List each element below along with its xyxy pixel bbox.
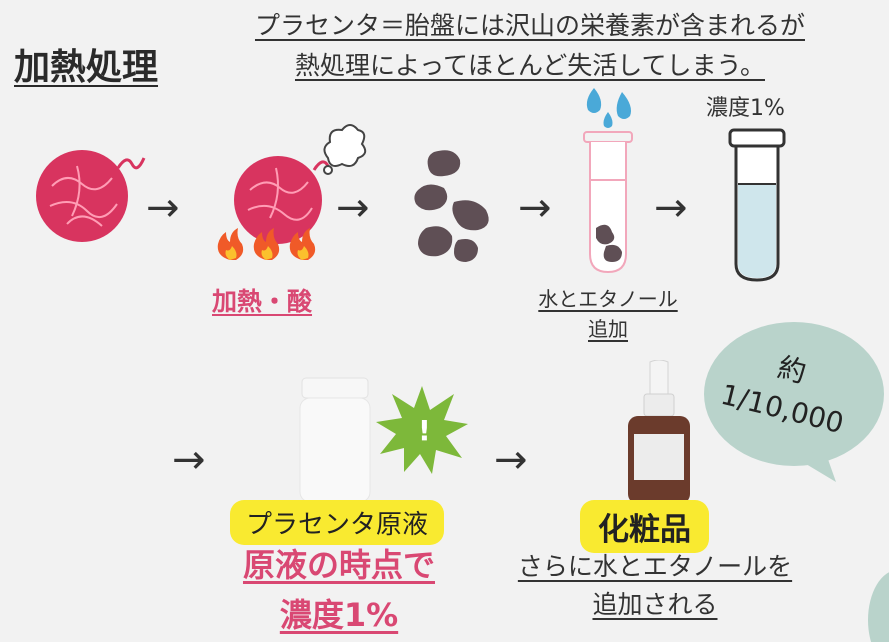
arrow-6: →: [494, 437, 528, 483]
steam-icon: [323, 124, 367, 175]
corner-decoration: [868, 572, 889, 642]
test-tube-icon: [583, 131, 633, 274]
page-title: 加熱処理: [14, 47, 159, 88]
cosmetic-note-line-2: 追加される: [592, 590, 718, 619]
vial-icon: [728, 128, 786, 282]
cosmetic-label: 化粧品: [580, 500, 709, 553]
jar-icon: [299, 377, 371, 503]
cosmetic-note-line-1: さらに水とエタノールを: [517, 552, 793, 581]
stock-concentration-note: 原液の時点で 濃度1%: [222, 540, 456, 640]
placenta-stock-label: プラセンタ原液: [230, 500, 445, 545]
heated-placenta-icon: [234, 156, 330, 244]
fire-icon: [217, 228, 316, 260]
water-drops-icon: [586, 88, 631, 128]
cosmetic-note: さらに水とエタノールを 追加される: [490, 548, 820, 624]
arrow-3: →: [518, 185, 552, 231]
burst-icon: !: [376, 386, 468, 474]
header-line-1: プラセンタ＝胎盤には沢山の栄養素が含まれるが: [254, 11, 805, 40]
arrow-5: →: [172, 437, 206, 483]
concentration-label: 濃度1%: [706, 96, 785, 121]
stock-note-line-1: 原液の時点で: [242, 546, 435, 584]
header-text: プラセンタ＝胎盤には沢山の栄養素が含まれるが 熱処理によってほとんど失活してしま…: [180, 6, 880, 86]
svg-text:!: !: [418, 414, 431, 447]
residue-icon: [414, 150, 489, 262]
placenta-icon: [36, 150, 146, 242]
heat-acid-label: 加熱・酸: [212, 287, 313, 316]
arrow-2: →: [336, 185, 370, 231]
speech-bubble-icon: [704, 322, 884, 482]
add-water-ethanol-caption: 水とエタノール 追加: [520, 284, 696, 344]
dropper-bottle-icon: [628, 360, 690, 504]
add-caption-line-2: 追加: [588, 317, 628, 341]
stock-note-line-2: 濃度1%: [279, 596, 399, 634]
arrow-4: →: [654, 185, 688, 231]
add-caption-line-1: 水とエタノール: [538, 287, 678, 311]
arrow-1: →: [146, 185, 180, 231]
header-line-2: 熱処理によってほとんど失活してしまう。: [294, 51, 765, 80]
